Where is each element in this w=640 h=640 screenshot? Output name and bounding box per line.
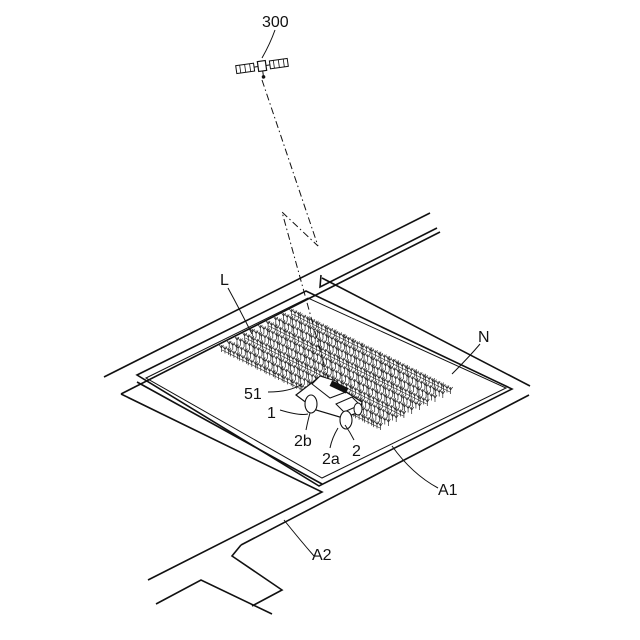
label-crop-rows: N [478, 329, 490, 346]
work-vehicle-icon [296, 376, 362, 429]
label-field-edge: L [220, 272, 229, 289]
satellite-icon [236, 57, 290, 82]
label-wheel-rear: 2b [294, 433, 312, 450]
label-field-area: A1 [438, 482, 458, 499]
label-antenna: 51 [244, 386, 262, 403]
label-wheels: 2 [352, 443, 361, 460]
reference-labels: 300 L N 51 1 2b 2a 2 A1 A2 [220, 14, 490, 564]
leader-lines [228, 30, 480, 556]
label-satellite: 300 [262, 14, 289, 31]
label-road-area: A2 [312, 547, 332, 564]
label-wheel-front: 2a [322, 451, 340, 468]
label-vehicle: 1 [267, 405, 276, 422]
